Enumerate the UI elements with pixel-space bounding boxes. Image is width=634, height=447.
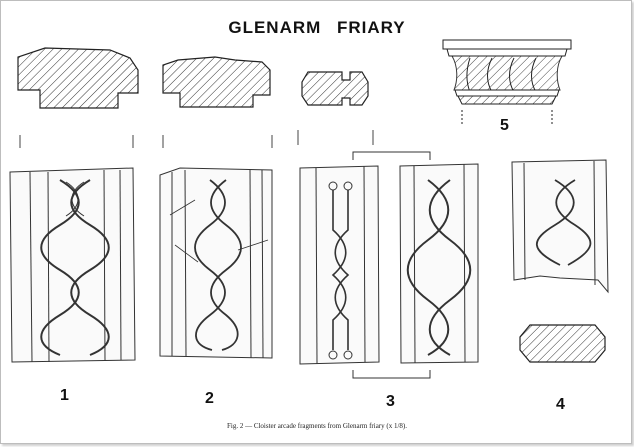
figure-label-1: 1 [60,387,69,404]
section-4-profile [519,324,606,363]
figure-label-2: 2 [205,390,214,407]
figure-label-4: 4 [556,396,565,413]
capital-5 [442,39,572,126]
figure-label-5: 5 [500,117,509,134]
figure-caption: Fig. 2 — Cloister arcade fragments from … [226,422,407,430]
fragment-1 [9,167,136,363]
fragment-3-left [299,165,380,365]
section-guides [19,130,374,148]
fragment-4 [511,159,609,294]
page-title: GLENARM FRIARY [228,18,406,37]
section-1-profile [17,47,139,109]
section-2-profile [162,56,271,108]
section-3-profile [301,71,369,106]
fragment-3-right [399,163,479,364]
fragment-3-bracket [352,151,431,379]
figure-label-3: 3 [386,393,395,410]
fragment-2 [159,167,273,359]
